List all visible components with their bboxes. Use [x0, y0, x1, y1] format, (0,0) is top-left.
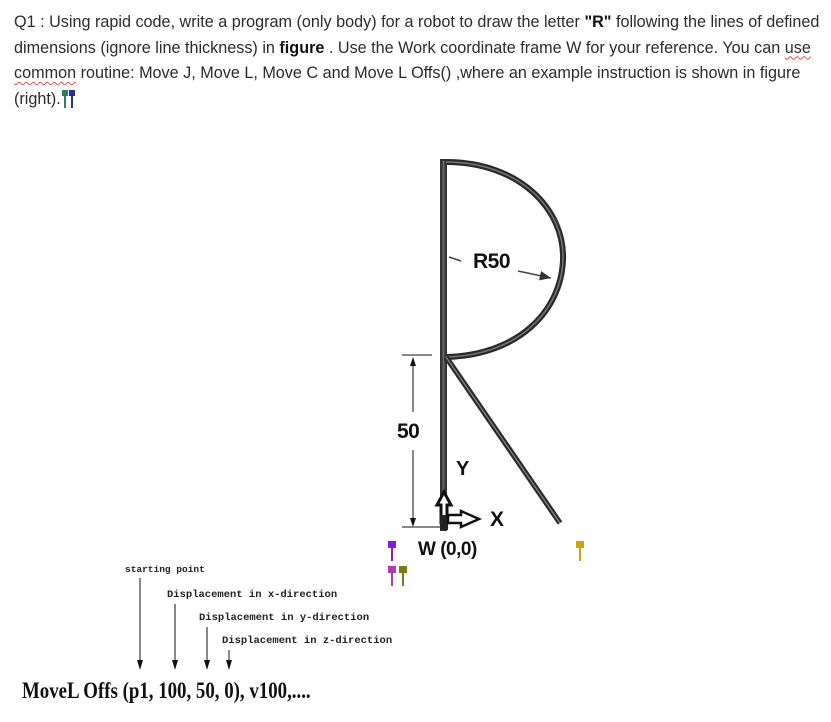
question-mid: following the lines of defined dimension… [14, 13, 820, 57]
letter-r: "R" [584, 13, 612, 31]
question-text: Q1 : Using rapid code, write a program (… [14, 10, 824, 112]
y-axis-label: Y [456, 458, 469, 480]
annotation-y-displacement: Displacement in y-direction [199, 612, 370, 624]
comment-pin-purple-icon[interactable] [388, 541, 396, 561]
comment-pin-olive-icon[interactable] [399, 566, 407, 586]
question-mid-2: . Use the Work coordinate frame W for yo… [324, 38, 785, 57]
annotation-x-displacement: Displacement in x-direction [167, 589, 338, 601]
annotation-z-displacement: Displacement in z-direction [222, 635, 393, 647]
annotation-starting-point: starting point [125, 564, 205, 575]
figure-word: figure [279, 38, 325, 57]
comment-pin-magenta-icon[interactable] [388, 566, 396, 586]
comment-pin-blue-icon[interactable] [68, 89, 75, 108]
comment-pin-green-icon[interactable] [61, 89, 68, 108]
r-stem-line [440, 159, 447, 531]
x-axis-label: X [490, 508, 504, 531]
example-instruction: MoveL Offs (p1, 100, 50, 0), v100,.... [22, 678, 311, 703]
spellcheck-underlined-text[interactable]: use common [14, 38, 811, 83]
question-prefix: Q1 : Using rapid code, write a program (… [14, 13, 585, 31]
comment-pin-gold-icon[interactable] [576, 541, 584, 561]
radius-label: R50 [473, 250, 511, 273]
question-end: routine: Move J, Move L, Move C and Move… [14, 64, 801, 108]
coordinate-frame-icon [434, 488, 483, 530]
height-dimension-label: 50 [397, 420, 420, 443]
origin-label: W (0,0) [418, 539, 477, 560]
